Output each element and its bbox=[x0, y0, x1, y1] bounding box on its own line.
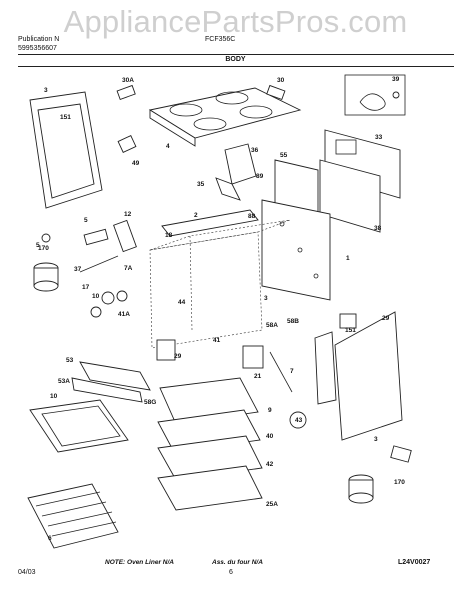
spring-5-left bbox=[33, 262, 59, 292]
hinge-30a bbox=[116, 84, 136, 101]
callout-3-left: 3 bbox=[44, 87, 48, 94]
callout-43: 43 bbox=[295, 417, 303, 424]
broil-pan bbox=[29, 399, 129, 453]
drawing-number: L24V0027 bbox=[398, 559, 431, 566]
spring-5-right bbox=[348, 474, 374, 504]
callout-49: 49 bbox=[132, 160, 140, 167]
hinge-29-left bbox=[156, 339, 176, 361]
callout-2: 2 bbox=[194, 212, 198, 219]
callout-151-left: 151 bbox=[60, 114, 71, 121]
oven-cavity bbox=[149, 219, 291, 349]
callout-5-upper: 5 bbox=[84, 217, 88, 224]
callout-58a: 58A bbox=[266, 322, 278, 329]
vent-36 bbox=[215, 143, 257, 201]
callout-41: 41 bbox=[213, 337, 221, 344]
callout-21: 21 bbox=[254, 373, 262, 380]
page-number: 6 bbox=[229, 569, 233, 576]
callout-42: 42 bbox=[266, 461, 274, 468]
wire-harness bbox=[344, 74, 406, 116]
right-side-panel bbox=[334, 311, 403, 441]
callout-41a: 41A bbox=[118, 311, 130, 318]
spring-43 bbox=[289, 411, 307, 429]
callout-12: 12 bbox=[124, 211, 132, 218]
burner-part-12 bbox=[113, 219, 137, 253]
publication-number: 5995356607 bbox=[18, 45, 57, 52]
callout-25a: 25A bbox=[266, 501, 278, 508]
callout-4: 4 bbox=[166, 143, 170, 150]
bracket-170-right bbox=[390, 445, 412, 463]
screw-5-left bbox=[41, 233, 51, 243]
callout-53: 53 bbox=[66, 357, 74, 364]
drawer-25a bbox=[157, 465, 263, 511]
callout-39: 39 bbox=[392, 76, 400, 83]
hinge-30 bbox=[266, 84, 286, 101]
section-title: BODY bbox=[225, 56, 246, 63]
callout-170-left: 170 bbox=[38, 245, 49, 252]
rear-panel bbox=[261, 199, 331, 301]
callout-29-left: 29 bbox=[174, 353, 182, 360]
callout-18: 18 bbox=[165, 232, 173, 239]
callout-7: 7 bbox=[290, 368, 294, 375]
bracket-29-right bbox=[339, 313, 357, 329]
callout-40: 40 bbox=[266, 433, 274, 440]
callout-10-lower: 10 bbox=[50, 393, 58, 400]
callout-7a: 7A bbox=[124, 265, 133, 272]
callout-170-right: 170 bbox=[394, 479, 405, 486]
footer-date: 04/03 bbox=[18, 569, 36, 576]
panel-53a bbox=[71, 377, 143, 403]
callout-30a: 30A bbox=[122, 77, 134, 84]
trim-151-right bbox=[314, 331, 337, 405]
callout-37: 37 bbox=[74, 266, 82, 273]
igniter-parts bbox=[90, 290, 128, 318]
rod-37 bbox=[79, 255, 119, 273]
callout-9: 9 bbox=[268, 407, 272, 414]
callout-6: 6 bbox=[48, 535, 52, 542]
backguard bbox=[319, 159, 381, 233]
callout-1: 1 bbox=[346, 255, 350, 262]
header-rule bbox=[18, 54, 454, 55]
clip-49 bbox=[117, 135, 137, 153]
title-rule bbox=[18, 66, 454, 67]
callout-89: 89 bbox=[256, 173, 264, 180]
callout-53a: 53A bbox=[58, 378, 70, 385]
callout-35: 35 bbox=[197, 181, 205, 188]
strip-7 bbox=[269, 351, 293, 393]
callout-3-mid: 3 bbox=[264, 295, 268, 302]
callout-151-right: 151 bbox=[345, 327, 356, 334]
frame-18 bbox=[161, 209, 259, 237]
model-number: FCF356C bbox=[205, 36, 236, 43]
callout-36: 36 bbox=[251, 147, 259, 154]
callout-17: 17 bbox=[82, 284, 90, 291]
callout-88: 88 bbox=[248, 213, 256, 220]
callout-58g: 58G bbox=[144, 399, 156, 406]
callout-33: 33 bbox=[375, 134, 383, 141]
callout-44: 44 bbox=[178, 299, 186, 306]
callout-38: 38 bbox=[374, 225, 382, 232]
oven-rack bbox=[27, 483, 119, 549]
callout-30: 30 bbox=[277, 77, 285, 84]
callout-10-upper: 10 bbox=[92, 293, 100, 300]
left-side-panel bbox=[29, 91, 103, 209]
callout-3-right: 3 bbox=[374, 436, 378, 443]
note-oven-assembly: Ass. du four N/A bbox=[212, 559, 263, 566]
callout-55: 55 bbox=[280, 152, 288, 159]
cooktop bbox=[148, 87, 302, 147]
watermark: AppliancePartsPros.com bbox=[63, 4, 408, 39]
publication-label: Publication N bbox=[18, 36, 60, 43]
note-oven-liner: NOTE: Oven Liner N/A bbox=[105, 559, 174, 566]
panel-53 bbox=[79, 361, 151, 391]
callout-5-left: 5 bbox=[36, 242, 40, 249]
bracket-170-left bbox=[83, 228, 109, 246]
callout-58b: 58B bbox=[287, 318, 299, 325]
callout-29-right: 29 bbox=[382, 315, 390, 322]
callout-labels: 3 151 4 30A 30 39 49 36 33 35 55 89 2 88… bbox=[36, 76, 405, 542]
hinge-21 bbox=[242, 345, 264, 369]
